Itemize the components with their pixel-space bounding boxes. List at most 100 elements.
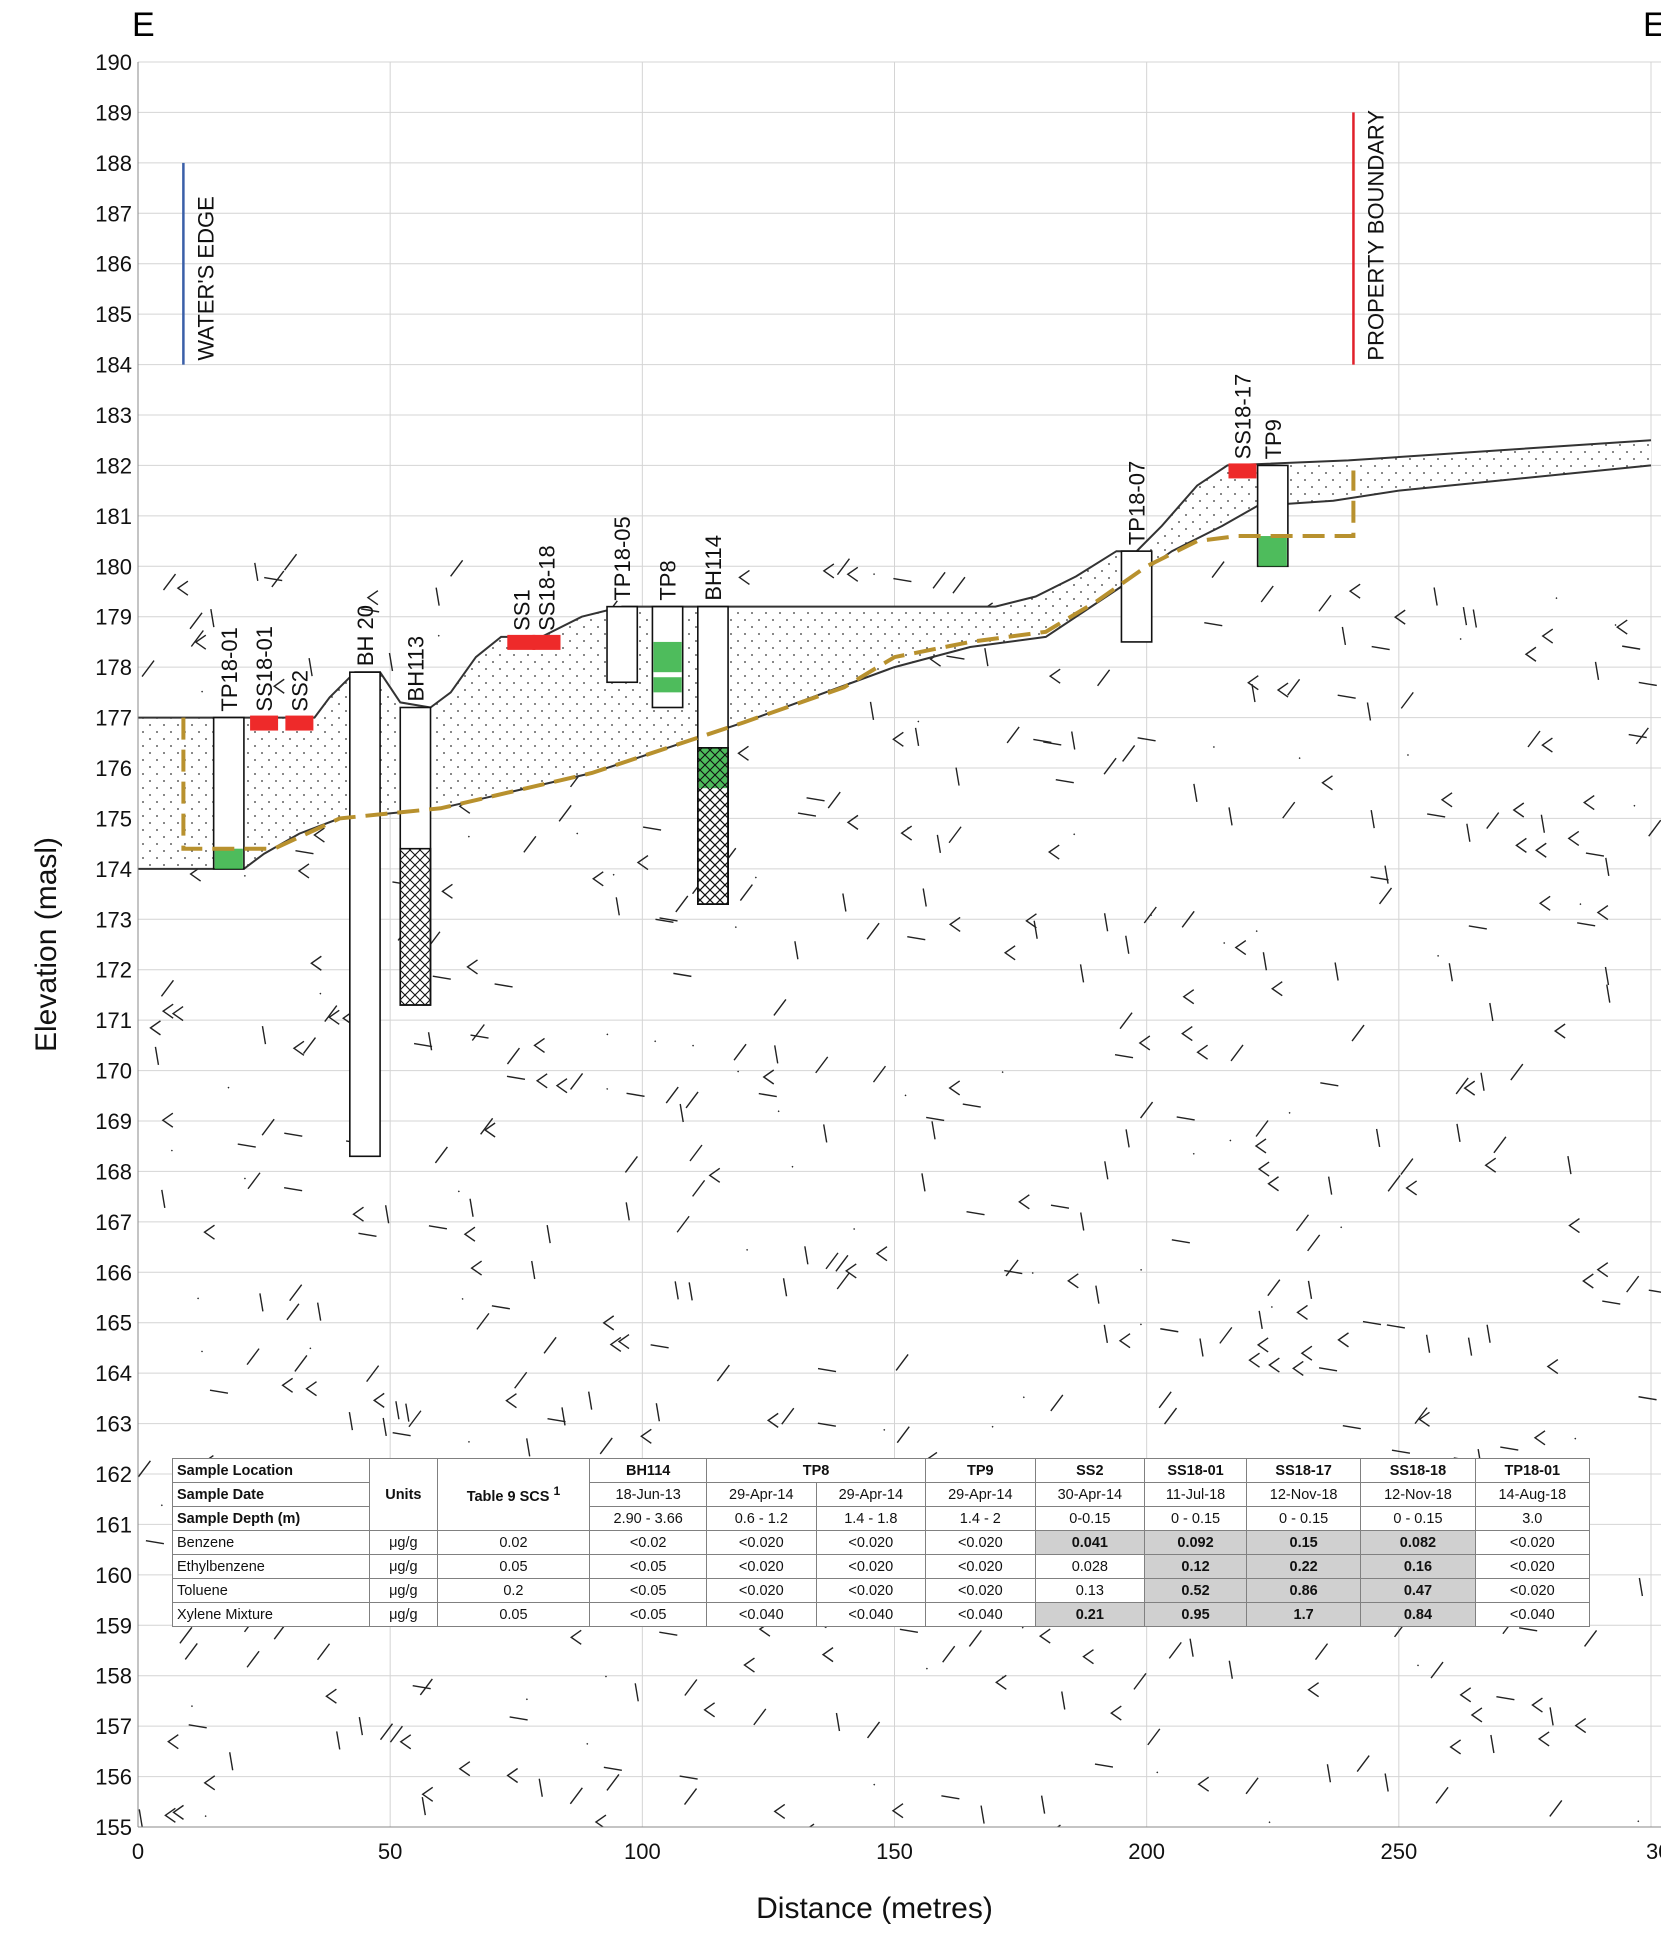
bedrock-symbol [316,1302,322,1321]
bedrock-symbol [1276,682,1289,698]
bedrock-symbol [1596,904,1609,921]
bedrock-symbol [305,1381,317,1397]
bedrock-symbol [246,1650,260,1668]
bedrock-symbol [1387,1174,1401,1192]
result-value: 0.028 [1034,1554,1146,1579]
standard-value: 0.05 [436,1554,591,1579]
bedrock-symbol [624,1155,638,1173]
bedrock-symbol [612,873,615,876]
bedrock-symbol [1103,757,1117,775]
location-header: SS2 [1034,1458,1146,1483]
bedrock-symbol [1427,813,1446,818]
bedrock-symbol [1340,1226,1343,1229]
bedrock-symbol [162,573,177,591]
bedrock-symbol [167,1734,179,1750]
bedrock-symbol [1433,587,1438,606]
bedrock-symbol [1050,1394,1064,1412]
bedrock-symbol [917,720,920,723]
bedrock-symbol [955,767,960,786]
bedrock-symbol [1071,731,1076,750]
bedrock-symbol [161,1189,166,1208]
bedrock-symbol [872,1065,887,1083]
bedrock-symbol [1033,738,1052,744]
sample-depth: 3.0 [1474,1506,1591,1531]
surface-sample-label: SS18-01 [252,626,277,712]
bedrock-symbol [1437,954,1440,957]
bedrock-symbol [1061,1691,1066,1710]
bedrock-symbol [470,1034,489,1039]
parameter-units: μg/g [369,1530,438,1555]
bedrock-symbol [866,1721,881,1739]
sample-date: 12-Nov-18 [1360,1482,1476,1507]
bedrock-symbol [1351,1024,1365,1042]
bedrock-symbol [941,1795,960,1800]
bedrock-symbol [203,1224,215,1240]
bedrock-symbol [692,1044,695,1047]
bedrock-symbol [1270,1305,1273,1308]
bedrock-symbol [845,1263,857,1279]
bedrock-symbol [172,1804,184,1820]
bedrock-symbol [271,570,285,588]
bedrock-symbol [154,1046,160,1066]
y-tick-label: 179 [95,605,132,630]
bedrock-symbol [1158,1391,1172,1409]
bedrock-symbol [754,876,757,879]
bedrock-symbol [625,1202,630,1221]
bedrock-symbol [1079,964,1085,983]
bedrock-symbol [914,727,920,746]
bedrock-symbol [1033,920,1038,939]
bedrock-symbol [679,1103,684,1123]
result-value: <0.020 [706,1554,817,1579]
result-value: <0.05 [589,1602,708,1627]
bedrock-symbol [921,1173,926,1192]
bedrock-symbol [650,1344,669,1349]
result-value: <0.020 [815,1530,927,1555]
bedrock-symbol [1288,1111,1291,1114]
bedrock-symbol [853,1228,856,1231]
bedrock-symbol [931,1121,936,1140]
bedrock-symbol [243,874,246,877]
bedrock-symbol [281,1377,294,1393]
y-tick-label: 176 [95,756,132,781]
bedrock-symbol [1574,1437,1577,1440]
bedrock-symbol [609,1336,622,1353]
bedrock-symbol [1486,1324,1491,1343]
bedrock-symbol [932,571,946,589]
y-tick-label: 178 [95,655,132,680]
y-tick-label: 160 [95,1563,132,1588]
result-value: <0.020 [815,1578,927,1603]
bedrock-symbol [821,1647,834,1663]
x-tick-label: 150 [876,1839,913,1864]
bedrock-symbol [264,576,283,582]
bedrock-symbol [1337,1332,1349,1348]
y-tick-label: 190 [95,50,132,75]
bedrock-symbol [684,1679,698,1696]
y-tick-label: 163 [95,1412,132,1437]
bedrock-symbol [766,1412,779,1428]
boring-label: BH 20 [353,605,378,666]
bedrock-symbol [491,1305,510,1310]
bedrock-symbol [273,678,285,694]
bedrock-symbol [1256,1337,1269,1353]
bedrock-symbol [1137,737,1156,742]
bedrock-symbol [1230,1044,1244,1062]
bedrock-symbol [319,992,322,995]
bedrock-symbol [171,1006,184,1022]
bedrock-symbol [1292,1360,1304,1377]
bedrock-symbol [379,1723,394,1741]
bedrock-symbol [797,812,817,817]
bedrock-symbol [1585,852,1605,857]
bedrock-symbol [1531,1697,1543,1713]
bedrock-symbol [389,1725,403,1743]
x-axis-title: Distance (metres) [756,1892,993,1925]
boring-column [606,605,639,684]
bedrock-symbol [1114,1054,1134,1059]
bedrock-core-overlay [697,747,729,905]
bedrock-symbol [1500,1446,1519,1451]
bedrock-symbol [873,573,876,576]
bedrock-symbol [692,1179,706,1197]
location-header: TP9 [925,1458,1036,1483]
row-label-location: Sample Location [171,1458,371,1483]
